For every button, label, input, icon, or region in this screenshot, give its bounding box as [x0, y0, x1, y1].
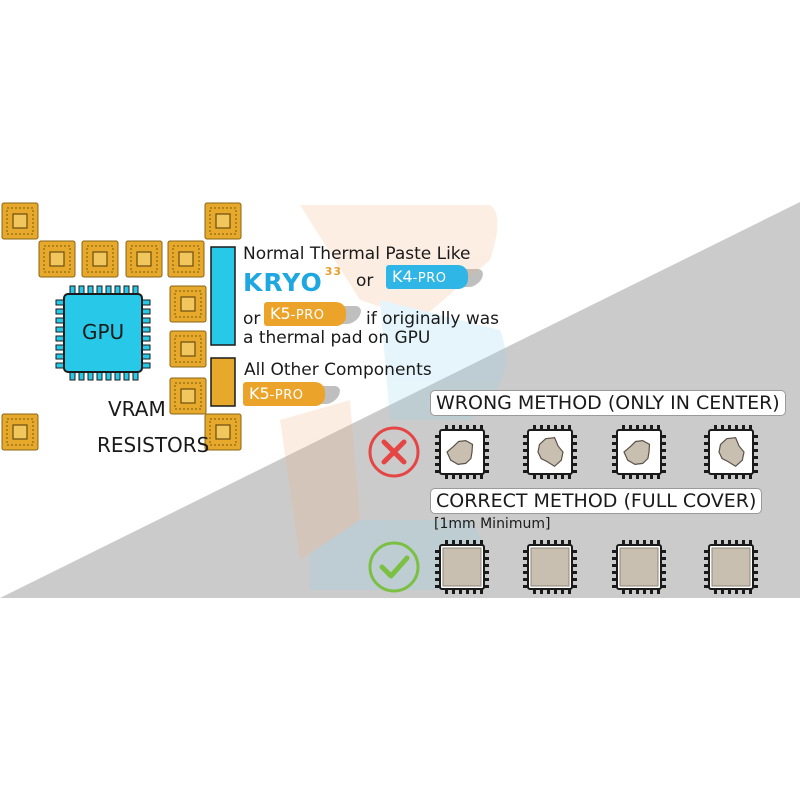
vram-chip — [167, 240, 205, 278]
or-text-2: or — [243, 309, 261, 329]
vram-chip — [1, 202, 39, 240]
originally-pad-text: if originally was — [366, 309, 500, 329]
pad-color-bar — [210, 357, 236, 407]
k5-pro-badge-2: K5-PRO — [243, 382, 326, 406]
full-cover-chip — [612, 540, 666, 594]
correct-method-title: CORRECT METHOD (FULL COVER) — [430, 488, 763, 514]
gpu-chip — [55, 285, 151, 381]
thermal-pad-gpu-text: a thermal pad on GPU — [243, 328, 431, 348]
center-only-chip — [523, 425, 577, 479]
vram-chip — [169, 285, 207, 323]
full-cover-chip — [435, 540, 489, 594]
wrong-method-title: WRONG METHOD (ONLY IN CENTER) — [430, 390, 786, 416]
vram-chip — [169, 330, 207, 368]
full-cover-chip — [704, 540, 758, 594]
other-components-label: All Other Components — [244, 360, 432, 380]
correct-method-chips — [435, 540, 758, 594]
vram-chip — [204, 413, 242, 451]
center-only-chip — [704, 425, 758, 479]
resistors-label: RESISTORS — [97, 433, 210, 457]
gpu-label: GPU — [82, 320, 125, 344]
vram-label: VRAM — [108, 397, 166, 421]
paste-color-bar — [210, 246, 236, 346]
vram-chip — [1, 413, 39, 451]
k4-pro-badge: K4-PRO — [386, 265, 469, 289]
vram-chip — [204, 202, 242, 240]
center-only-chip — [435, 425, 489, 479]
normal-paste-heading: Normal Thermal Paste Like — [243, 244, 471, 264]
vram-chip — [38, 240, 76, 278]
vram-chip — [169, 377, 207, 415]
k5-pro-badge: K5-PRO — [264, 302, 347, 326]
center-only-chip — [612, 425, 666, 479]
full-cover-chip — [523, 540, 577, 594]
x-cross-icon — [368, 426, 420, 478]
minimum-note: [1mm Minimum] — [434, 516, 551, 532]
check-mark-icon — [368, 541, 420, 593]
vram-chip — [125, 240, 163, 278]
or-text-1: or — [356, 271, 374, 291]
vram-chips — [1, 202, 242, 451]
vram-chip — [81, 240, 119, 278]
wrong-method-chips — [435, 425, 758, 479]
